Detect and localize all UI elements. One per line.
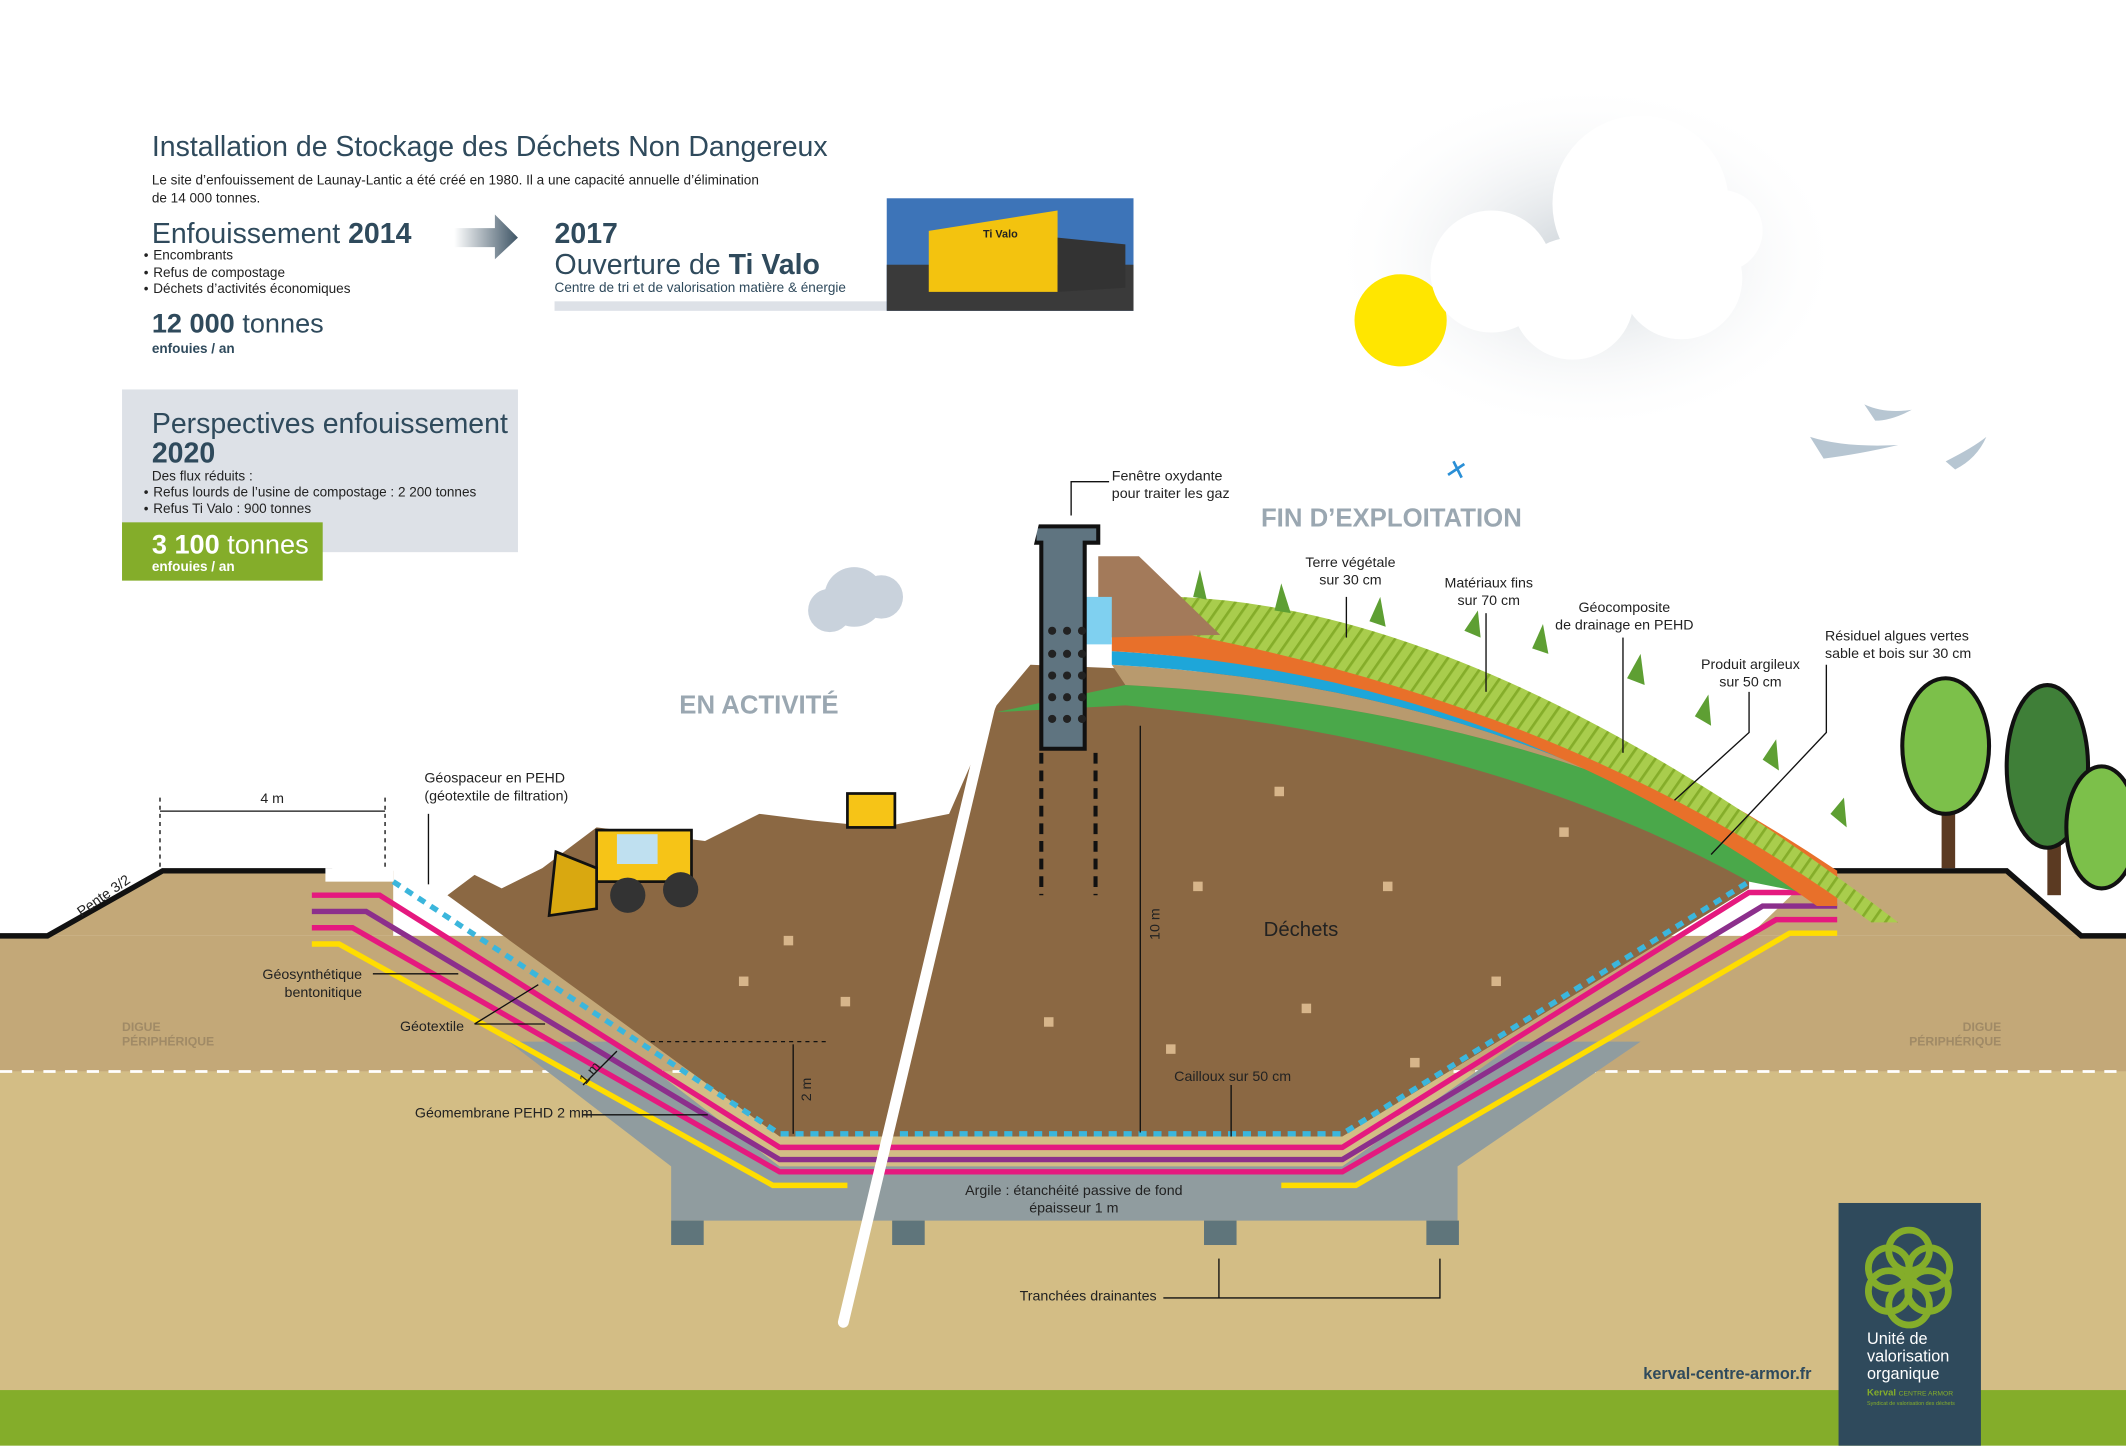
label-argileux-2: sur 50 cm	[1719, 674, 1781, 690]
green-strip	[0, 1390, 2126, 1446]
cloud-icon	[1430, 115, 1763, 360]
list-item: Refus lourds de l’usine de compostage : …	[153, 485, 476, 500]
page-title: Installation de Stockage des Déchets Non…	[152, 131, 828, 163]
small-cloud-icon	[749, 538, 904, 633]
annotation-arrows	[159, 480, 1828, 1299]
label-digue-right: DIGUE	[1963, 1020, 2002, 1034]
label-digue-left: DIGUE	[122, 1020, 161, 1034]
svg-text:•: •	[144, 501, 149, 516]
amount-2020-badge	[122, 522, 323, 581]
left-dike	[0, 870, 394, 936]
list-item: Encombrants	[153, 247, 233, 262]
label-terre-2: sur 30 cm	[1319, 573, 1381, 589]
svg-text:Ti Valo: Ti Valo	[983, 229, 1018, 241]
liner-layers	[311, 879, 1838, 1189]
divider-line	[837, 388, 1070, 1328]
kerval-logo: Unité de valorisation organique Kerval C…	[1838, 1202, 1981, 1446]
enfouissement-2014-list: • Encombrants • Refus de compostage • Déche…	[144, 247, 351, 296]
svg-text:Syndicat de valorisation des d: Syndicat de valorisation des déchets	[1867, 1401, 1955, 1407]
label-terre: Terre végétale	[1305, 555, 1395, 571]
svg-text:valorisation: valorisation	[1867, 1348, 1949, 1366]
sun-icon	[1354, 274, 1447, 367]
label-residuel: Résiduel algues vertes	[1825, 628, 1969, 644]
label-argileux: Produit argileux	[1701, 657, 1800, 673]
list-item: Refus de compostage	[153, 265, 285, 280]
label-geomembrane: Géomembrane PEHD 2 mm	[415, 1106, 593, 1122]
intro-text: Le site d’enfouissement de Launay-Lantic…	[152, 173, 759, 188]
cap-brown	[1111, 664, 1790, 869]
amount-2020: 3 100 tonnes	[152, 529, 309, 560]
label-geosynthetique: Géosynthétique	[262, 967, 362, 983]
list-item: Refus Ti Valo : 900 tonnes	[153, 501, 311, 516]
perspectives-title: Perspectives enfouissement	[152, 408, 508, 440]
label-materiaux: Matériaux fins	[1444, 575, 1533, 591]
enfouissement-2014-title: Enfouissement 2014	[152, 218, 412, 250]
svg-text:Kerval CENTRE ARMOR: Kerval CENTRE ARMOR	[1867, 1388, 1953, 1399]
birds-icon	[1810, 404, 1987, 470]
label-dechets: Déchets	[1264, 919, 1339, 941]
website-link[interactable]: kerval-centre-armor.fr	[1643, 1365, 1812, 1383]
grass-icon	[1193, 569, 1847, 828]
waste-pebbles	[738, 786, 1569, 1068]
label-argile: Argile : étanchéité passive de fond	[965, 1183, 1182, 1199]
tivalo-year: 2017	[555, 218, 618, 250]
label-4m: 4 m	[260, 791, 284, 807]
arrow-right-icon	[454, 214, 518, 260]
label-cailloux: Cailloux sur 50 cm	[1174, 1069, 1291, 1085]
cap-orange	[1111, 621, 1838, 907]
sun-and-cloud	[749, 81, 1987, 633]
list-item: Déchets d’activités économiques	[153, 281, 351, 296]
perspectives-year: 2020	[152, 438, 215, 470]
intro-text-2: de 14 000 tonnes.	[152, 190, 260, 205]
label-digue-right-2: PÉRIPHÉRIQUE	[1909, 1034, 2001, 1049]
label-geotextile: Géotextile	[400, 1019, 464, 1035]
label-geospaceur: Géospaceur en PEHD	[424, 771, 565, 787]
label-geospaceur-2: (géotextile de filtration)	[424, 788, 568, 804]
label-10m: 10 m	[1147, 908, 1163, 940]
zone-closed: FIN D’EXPLOITATION	[1261, 504, 1522, 532]
tivalo-photo: Ti Valo	[886, 198, 1134, 311]
tivalo-title: Ouverture de Ti Valo	[555, 249, 820, 281]
svg-text:•: •	[144, 281, 149, 296]
label-digue-left-2: PÉRIPHÉRIQUE	[122, 1034, 214, 1049]
perspectives-intro: Des flux réduits :	[152, 468, 253, 483]
waste-mass	[447, 664, 1750, 1137]
label-fenetre-2: pour traiter les gaz	[1112, 486, 1230, 502]
label-geocomposite-2: de drainage en PEHD	[1555, 617, 1693, 633]
amount-2014-sub: enfouies / an	[152, 341, 235, 356]
svg-text:•: •	[144, 247, 149, 262]
svg-text:•: •	[144, 265, 149, 280]
cap-slope-brown	[1098, 556, 1221, 638]
zone-active: EN ACTIVITÉ	[679, 691, 838, 720]
dragonfly-icon	[1447, 460, 1466, 479]
svg-text:•: •	[144, 485, 149, 500]
bulldozer-icon	[547, 792, 897, 918]
label-geosynthetique-2: bentonitique	[285, 985, 363, 1001]
tivalo-subtitle: Centre de tri et de valorisation matière…	[555, 280, 846, 295]
amount-2020-sub: enfouies / an	[152, 559, 235, 574]
gas-vent-pipe	[1032, 524, 1101, 896]
label-fenetre: Fenêtre oxydante	[1112, 468, 1223, 484]
drainage-trenches	[671, 1220, 1459, 1246]
label-geocomposite: Géocomposite	[1578, 600, 1670, 616]
label-2m: 2 m	[799, 1078, 815, 1102]
trees-icon	[1900, 676, 2126, 896]
label-materiaux-2: sur 70 cm	[1458, 593, 1520, 609]
label-argile-2: épaisseur 1 m	[1029, 1200, 1118, 1216]
clay-base	[508, 1041, 1641, 1221]
amount-2014: 12 000 tonnes	[152, 308, 324, 339]
label-residuel-2: sable et bois sur 30 cm	[1825, 646, 1971, 662]
svg-text:organique: organique	[1867, 1365, 1939, 1383]
flower-logo-icon	[1864, 1226, 1954, 1329]
svg-text:Unité de: Unité de	[1867, 1330, 1928, 1348]
label-tranchees: Tranchées drainantes	[1020, 1289, 1157, 1305]
